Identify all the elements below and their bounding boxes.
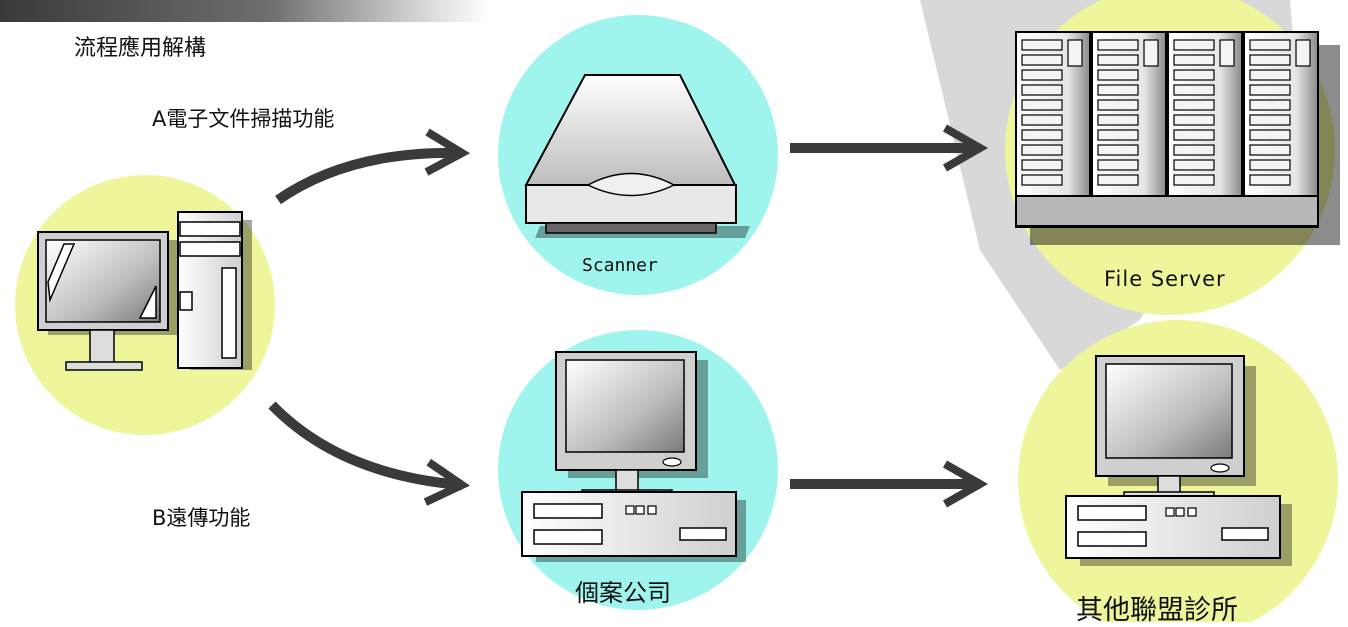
rack-drive-slot	[1173, 114, 1215, 126]
rack-drive-slot	[1097, 39, 1139, 51]
rack-drive-slot	[1173, 54, 1215, 66]
flow-arrows	[268, 124, 989, 508]
rack-drive-slot	[1021, 99, 1063, 111]
rack-drive-slot	[1173, 159, 1215, 171]
arrow-to-office	[268, 401, 471, 506]
rack-panel	[1295, 39, 1311, 67]
rack-drive-slot	[1249, 129, 1291, 141]
rack-drive-slot	[1249, 69, 1291, 81]
rack-drive-slot	[1097, 114, 1139, 126]
rack-panel	[1219, 39, 1235, 67]
rack-drive-slot	[1097, 54, 1139, 66]
rack-drive-slot	[1021, 174, 1063, 186]
file-server-icon	[1015, 31, 1340, 245]
arrow-to-scanner	[275, 128, 471, 205]
rack-drive-slot	[1249, 174, 1291, 186]
rack-drive-slot	[1173, 174, 1215, 186]
diagram-subtitle: 流程應用解構	[74, 36, 207, 61]
rack-drive-slot	[1173, 129, 1215, 141]
rack-drive-slot	[1249, 144, 1291, 156]
rack-panel	[1143, 39, 1159, 67]
rack-drive-slot	[1097, 129, 1139, 141]
scanner-label: Scanner	[582, 255, 658, 276]
scanner-icon	[524, 74, 750, 238]
rack-drive-slot	[1021, 129, 1063, 141]
rack-drive-slot	[1249, 54, 1291, 66]
case-office-label: 個案公司	[575, 579, 671, 607]
rack-drive-slot	[1021, 69, 1063, 81]
case-office-computer-icon	[521, 351, 746, 562]
rack-drive-slot	[1249, 114, 1291, 126]
rack-drive-slot	[1249, 84, 1291, 96]
rack-drive-slot	[1021, 144, 1063, 156]
rack-drive-slot	[1097, 99, 1139, 111]
rack-drive-slot	[1249, 39, 1291, 51]
rack-drive-slot	[1021, 84, 1063, 96]
flow-a-label: A電子文件掃描功能	[152, 107, 335, 131]
workstation-computer-icon	[37, 211, 252, 371]
rack-drive-slot	[1097, 144, 1139, 156]
rack-drive-slot	[1097, 159, 1139, 171]
rack-drive-slot	[1097, 174, 1139, 186]
rack-drive-slot	[1173, 69, 1215, 81]
rack-drive-slot	[1097, 84, 1139, 96]
flow-b-label: B遠傳功能	[152, 506, 251, 530]
rack-drive-slot	[1097, 69, 1139, 81]
rack-drive-slot	[1021, 54, 1063, 66]
rack-drive-slot	[1021, 159, 1063, 171]
rack-drive-slot	[1173, 84, 1215, 96]
rack-drive-slot	[1249, 99, 1291, 111]
rack-drive-slot	[1249, 159, 1291, 171]
header-bar	[0, 0, 490, 22]
rack-drive-slot	[1173, 39, 1215, 51]
rack-drive-slot	[1173, 144, 1215, 156]
rack-drive-slot	[1021, 39, 1063, 51]
rack-drive-slot	[1173, 99, 1215, 111]
rack-panel	[1067, 39, 1083, 67]
file-server-label: File Server	[1104, 267, 1226, 291]
rack-drive-slot	[1021, 114, 1063, 126]
partner-clinic-label: 其他聯盟診所	[1076, 595, 1238, 626]
partner-clinic-computer-icon	[1065, 355, 1292, 566]
